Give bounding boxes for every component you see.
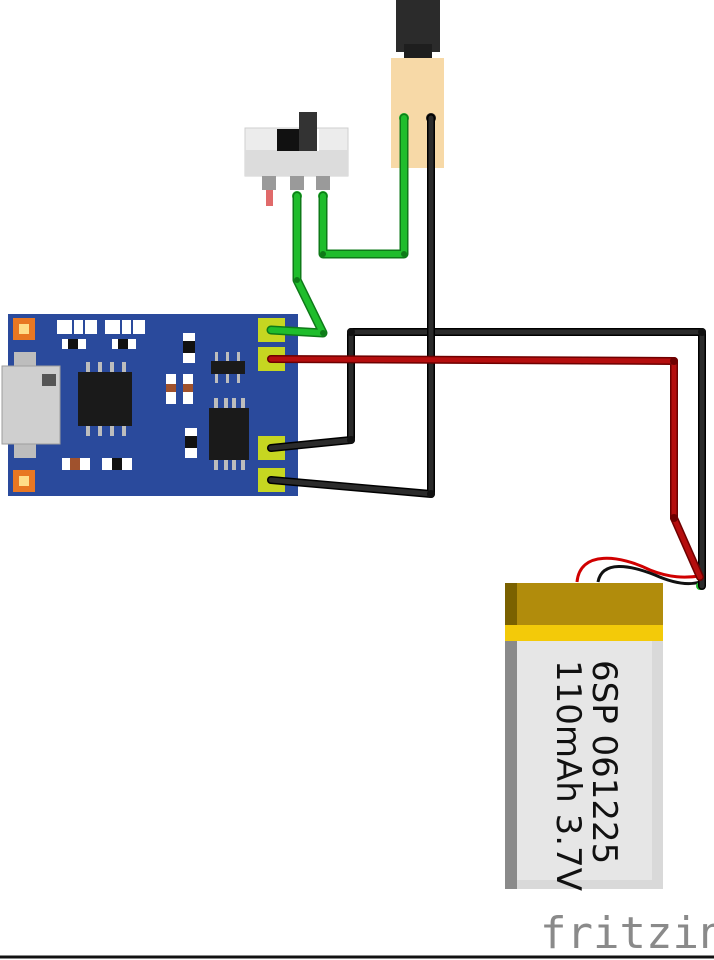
charger-ic (78, 372, 132, 426)
fritzing-logo: fritzing (540, 908, 714, 959)
protection-ic (211, 361, 245, 374)
mosfet-ic (209, 408, 249, 460)
lipo-battery: 6SP 061225 110mAh 3.7V (505, 556, 704, 891)
switch-slider (277, 129, 299, 151)
battery-cap (505, 583, 663, 625)
battery-label-line1: 6SP 061225 (584, 660, 624, 864)
wires (266, 113, 706, 590)
battery-label-line2: 110mAh 3.7V (548, 660, 588, 891)
wire-red-battery-pos (267, 355, 704, 581)
wire-black-battery-neg (267, 328, 706, 590)
charger-board (1, 314, 298, 496)
jack-body (391, 58, 444, 168)
dc-jack (391, 0, 444, 168)
switch-pin-marker (266, 190, 273, 206)
jack-plug (396, 0, 440, 52)
slide-switch (244, 112, 349, 206)
